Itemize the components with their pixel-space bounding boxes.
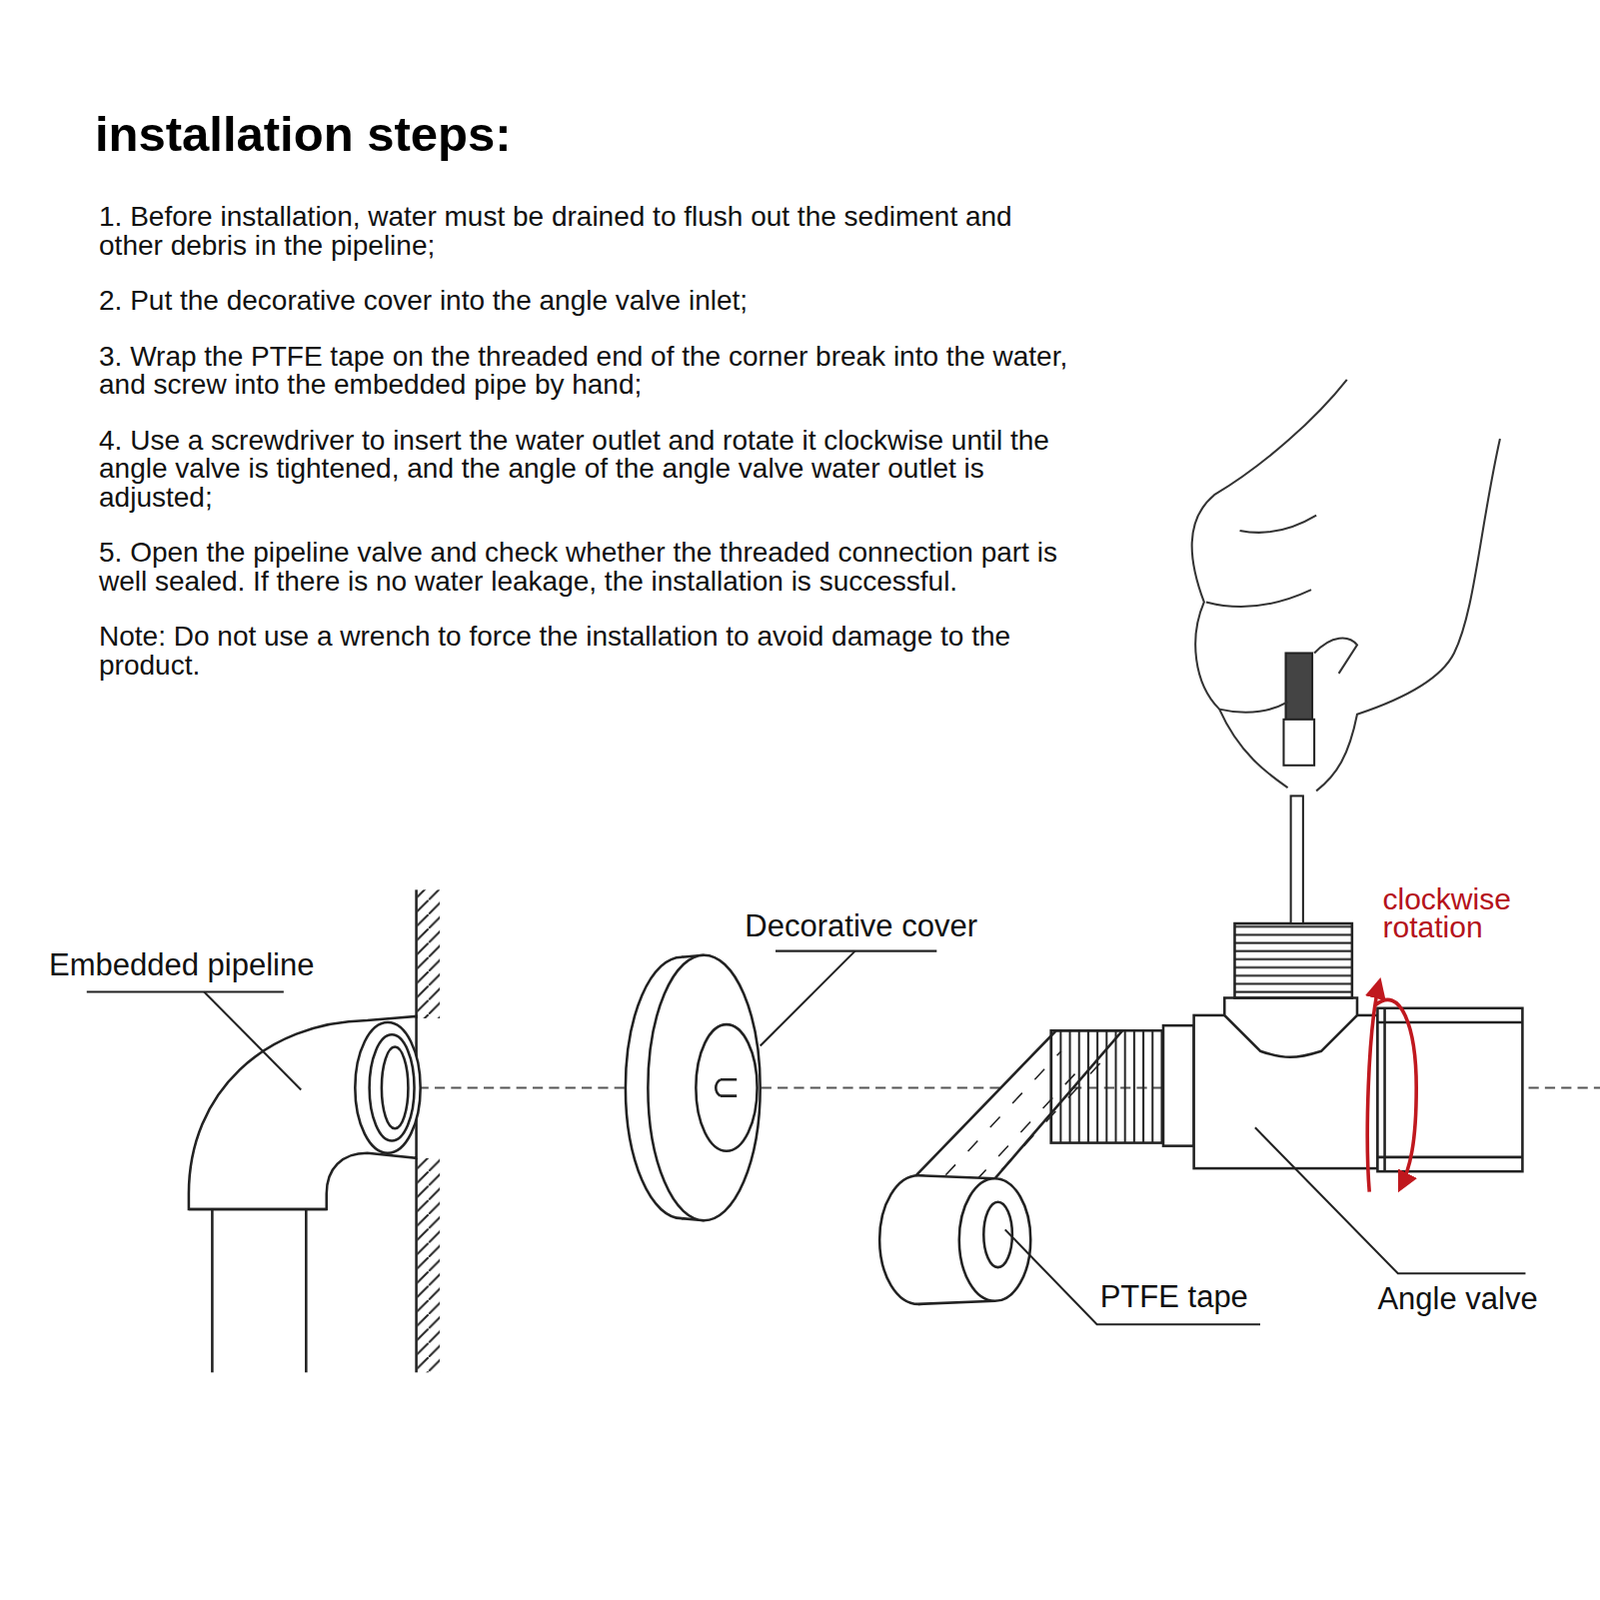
hand-part xyxy=(1316,438,1501,791)
leader-line xyxy=(760,951,938,1047)
step-text: 5. Open the pipeline valve and check whe… xyxy=(98,538,1074,596)
ptfe-tape-part xyxy=(918,1301,996,1305)
angle-valve-part xyxy=(1377,1156,1523,1160)
embedded-pipe xyxy=(188,1016,421,1373)
leader-line xyxy=(1005,1229,1261,1325)
pipe-opening xyxy=(381,1047,409,1130)
wall xyxy=(416,889,440,1373)
angle-valve xyxy=(1051,923,1524,1172)
part-label: Angle valve xyxy=(1377,1281,1538,1318)
steps-list: 1. Before installation, water must be dr… xyxy=(98,202,1074,707)
screwdriver xyxy=(1283,652,1315,924)
rotation-label: clockwise rotation xyxy=(1383,885,1560,942)
cover-hole xyxy=(695,1024,757,1152)
ptfe-tape-part xyxy=(918,1175,996,1179)
note-text: Note: Do not use a wrench to force the i… xyxy=(98,622,1074,680)
leader-line-part xyxy=(1005,1229,1261,1325)
screwdriver-part xyxy=(1286,652,1314,724)
leader-line-part xyxy=(1255,1127,1527,1274)
valve-handle xyxy=(1377,1008,1523,1172)
leader-line-part xyxy=(86,990,284,993)
pipe-line xyxy=(210,1209,214,1373)
hand-part xyxy=(1192,379,1348,788)
valve-hex xyxy=(1224,998,1358,1058)
cover-slit xyxy=(720,1079,737,1096)
angle-valve-part xyxy=(1383,1008,1387,1172)
cover-front xyxy=(647,955,760,1221)
step-text: 1. Before installation, water must be dr… xyxy=(98,202,1074,260)
page-title: installation steps: xyxy=(94,105,512,162)
screwdriver-part xyxy=(1291,795,1304,924)
leader-line xyxy=(1255,1127,1527,1274)
rotation-arrow xyxy=(1367,981,1417,1192)
inlet-neck xyxy=(1163,1025,1195,1146)
leader-line xyxy=(86,991,301,1090)
hand-part xyxy=(1206,589,1312,607)
rotation-arrow-part xyxy=(1367,981,1380,1192)
pipe-opening xyxy=(369,1034,415,1141)
hand-part xyxy=(1219,701,1288,712)
part-label: Decorative cover xyxy=(744,908,978,945)
leader-line-part xyxy=(775,950,937,953)
step-text: 4. Use a screwdriver to insert the water… xyxy=(98,426,1074,513)
leader-line-part xyxy=(203,991,301,1090)
tape-roll-front xyxy=(959,1178,1031,1302)
inlet-thread xyxy=(1051,1030,1164,1143)
cover-slit xyxy=(715,1079,721,1096)
angle-valve-part xyxy=(1377,1021,1523,1025)
tape-roll-hole xyxy=(983,1202,1013,1268)
outlet-thread xyxy=(1234,923,1352,999)
wall-hatch xyxy=(417,1158,440,1373)
hand xyxy=(1192,379,1501,791)
step-text: 3. Wrap the PTFE tape on the threaded en… xyxy=(98,342,1074,400)
rotation-arrow-part xyxy=(1375,999,1417,1189)
leader-line-part xyxy=(760,951,856,1047)
decorative-cover xyxy=(625,955,761,1221)
hand-part xyxy=(1240,515,1318,533)
wall-hatch xyxy=(417,889,440,1019)
pipe-opening xyxy=(354,1022,420,1154)
hand-part xyxy=(1314,637,1358,673)
part-label: Embedded pipeline xyxy=(48,947,314,984)
step-text: 2. Put the decorative cover into the ang… xyxy=(98,286,1074,316)
pipe-body xyxy=(188,1016,417,1210)
wall-line xyxy=(414,889,418,1019)
part-label: PTFE tape xyxy=(1100,1279,1249,1316)
screwdriver-part xyxy=(1283,719,1315,766)
pipe-line xyxy=(304,1209,308,1373)
wall-line xyxy=(414,1158,418,1373)
